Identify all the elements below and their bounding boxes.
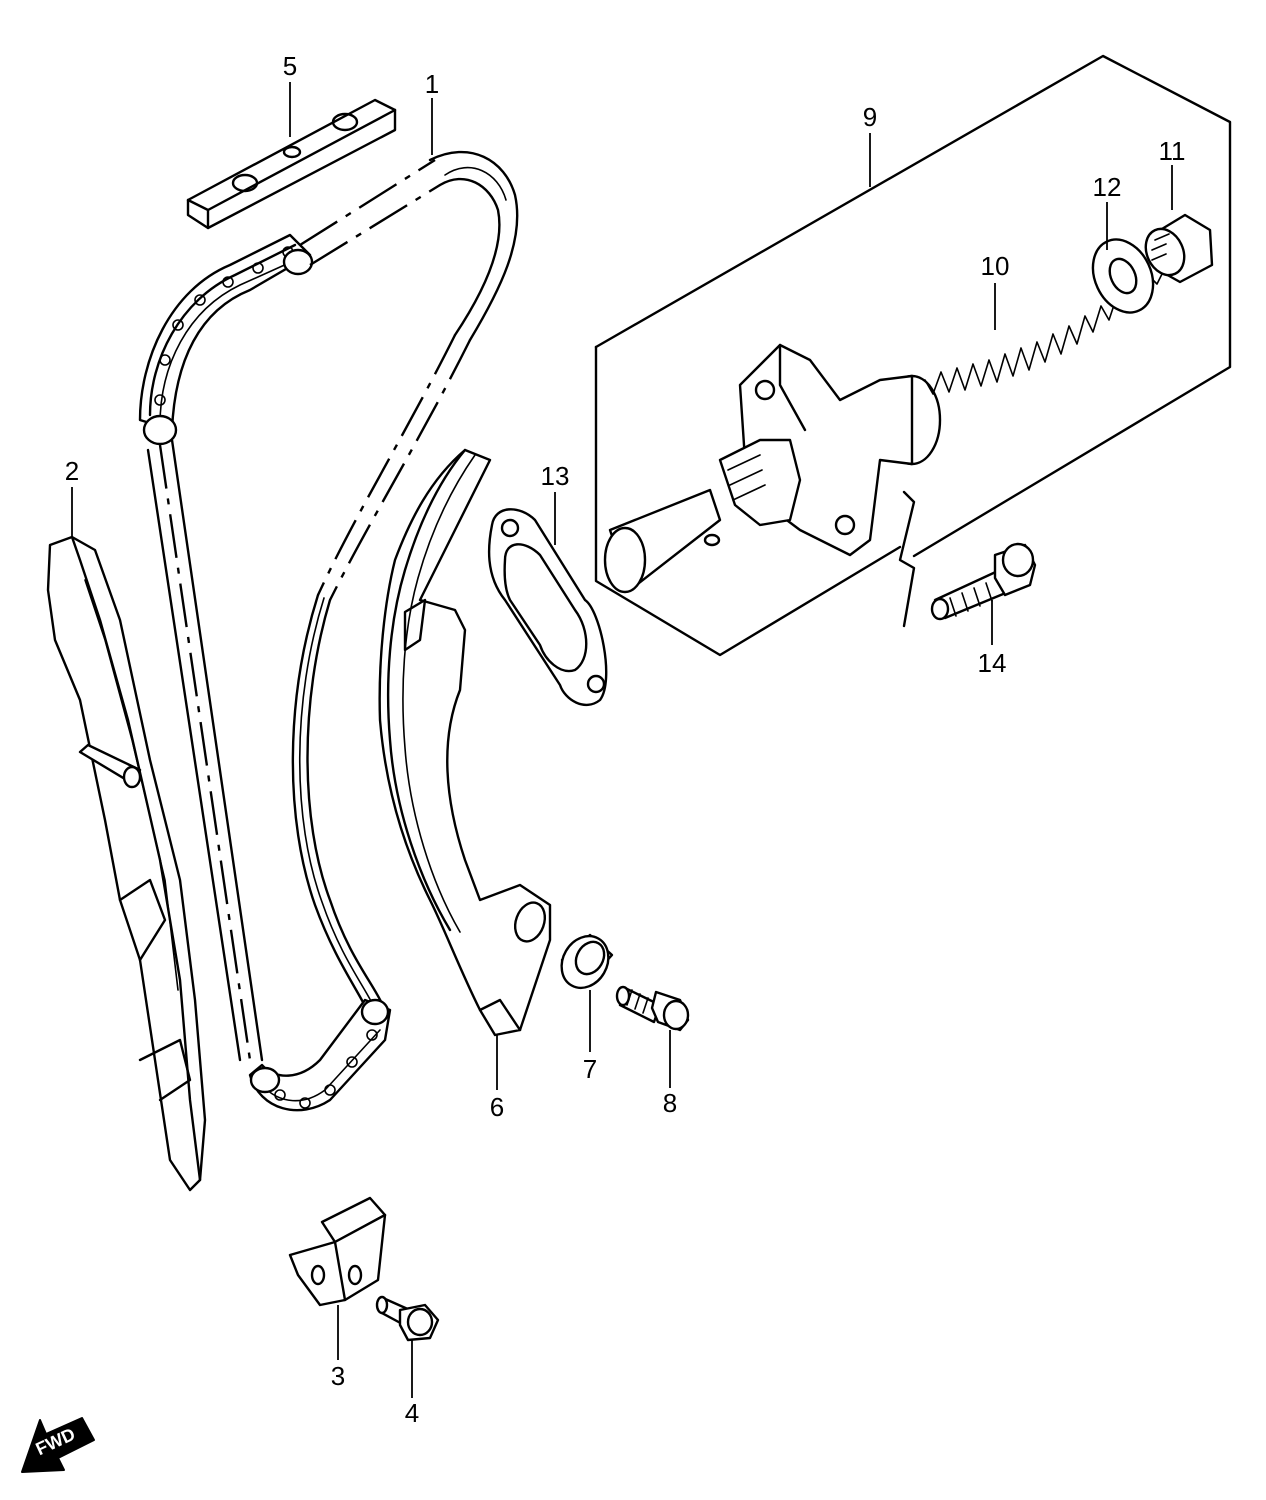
callout-2: 2 xyxy=(65,456,79,486)
callout-9: 9 xyxy=(863,102,877,132)
callout-11: 11 xyxy=(1159,136,1186,166)
front-chain-guide xyxy=(46,535,207,1192)
callout-6: 6 xyxy=(490,1092,504,1122)
callout-13: 13 xyxy=(541,461,570,491)
tensioner-assembly-box xyxy=(594,54,1232,657)
tensioner-bolt xyxy=(930,542,1037,621)
tensioner-chain-guide xyxy=(378,448,552,1037)
tensioner-body xyxy=(603,343,942,594)
callout-7: 7 xyxy=(583,1054,597,1084)
callout-4: 4 xyxy=(405,1398,419,1428)
cam-chain xyxy=(138,150,519,1112)
callout-labels: 1 2 3 4 5 6 7 8 9 10 11 12 13 14 xyxy=(65,51,1186,1428)
callout-8: 8 xyxy=(663,1088,677,1118)
leader-lines xyxy=(71,82,1173,1398)
guide-bolt xyxy=(615,985,690,1032)
chain-guide-plate xyxy=(186,98,397,230)
fwd-direction-marker: FWD xyxy=(21,1417,95,1473)
gasket xyxy=(487,508,608,707)
callout-1: 1 xyxy=(425,69,439,99)
bracket-bolt xyxy=(375,1295,440,1342)
callout-5: 5 xyxy=(283,51,297,81)
bushing xyxy=(560,933,614,990)
washer xyxy=(1091,238,1155,314)
callout-12: 12 xyxy=(1093,172,1122,202)
callout-3: 3 xyxy=(331,1361,345,1391)
callout-14: 14 xyxy=(978,648,1007,678)
plug-bolt xyxy=(1144,213,1214,284)
arrow-left-down-icon xyxy=(21,1417,95,1473)
callout-10: 10 xyxy=(981,251,1010,281)
guide-bracket xyxy=(288,1196,387,1307)
